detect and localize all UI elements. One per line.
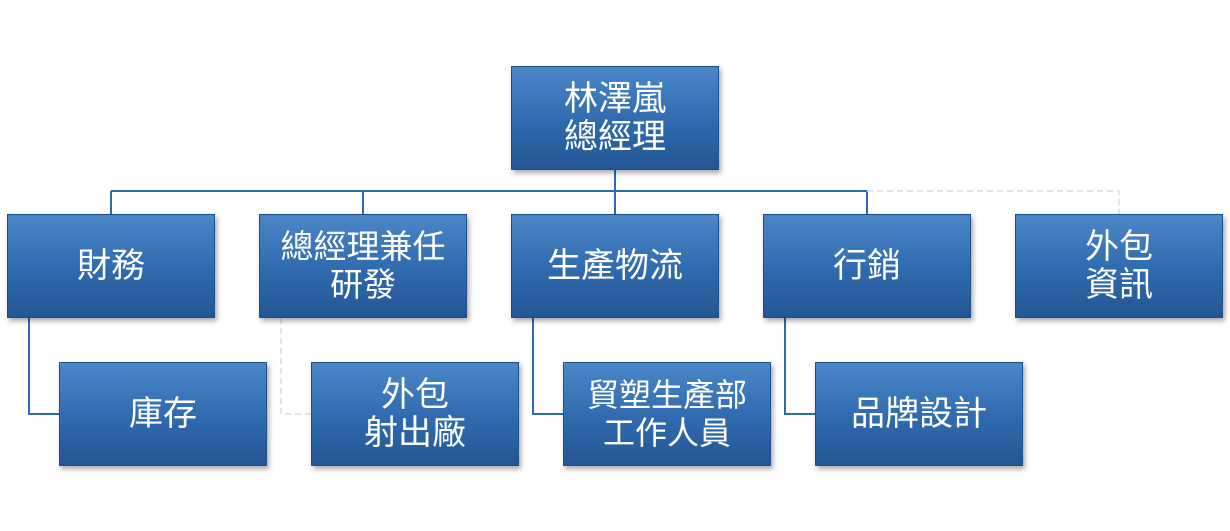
- connector-outsourced-injection: [280, 318, 311, 415]
- node-inventory: 庫存: [59, 362, 267, 466]
- node-rd-label-line2: 研發: [330, 265, 396, 304]
- connector-outsourced-it: [867, 190, 1120, 214]
- node-rd: 總經理兼任 研發: [259, 214, 467, 318]
- node-outsourced-injection-plant: 外包 射出廠: [311, 362, 519, 466]
- node-outsourced-injection-plant-label-line2: 射出廠: [364, 413, 466, 453]
- node-general-manager-name: 林澤嵐: [564, 79, 666, 119]
- node-finance-label: 財務: [77, 246, 145, 286]
- node-outsourced-injection-plant-label-line1: 外包: [381, 375, 449, 415]
- node-marketing: 行銷: [763, 214, 971, 318]
- node-general-manager-title: 總經理: [564, 117, 666, 157]
- connector-production-to-plastics: [532, 318, 563, 415]
- node-marketing-label: 行銷: [833, 246, 901, 286]
- node-plastics-production-staff-label-line2: 工作人員: [602, 414, 731, 452]
- node-rd-label-line1: 總經理兼任: [280, 227, 446, 266]
- node-plastics-production-staff: 貿塑生產部 工作人員: [563, 362, 771, 466]
- node-finance: 財務: [7, 214, 215, 318]
- node-brand-design: 品牌設計: [815, 362, 1023, 466]
- node-outsourced-it: 外包 資訊: [1015, 214, 1223, 318]
- connector-finance-to-inventory: [28, 318, 59, 415]
- node-production-logistics: 生產物流: [511, 214, 719, 318]
- node-production-logistics-label: 生產物流: [547, 246, 683, 286]
- node-general-manager: 林澤嵐 總經理: [511, 66, 719, 170]
- connector-marketing-to-brand: [784, 318, 815, 415]
- node-outsourced-it-label-line2: 資訊: [1085, 265, 1153, 305]
- node-plastics-production-staff-label-line1: 貿塑生產部: [586, 376, 747, 414]
- node-brand-design-label: 品牌設計: [851, 394, 987, 434]
- node-outsourced-it-label-line1: 外包: [1085, 227, 1153, 267]
- node-inventory-label: 庫存: [129, 394, 197, 434]
